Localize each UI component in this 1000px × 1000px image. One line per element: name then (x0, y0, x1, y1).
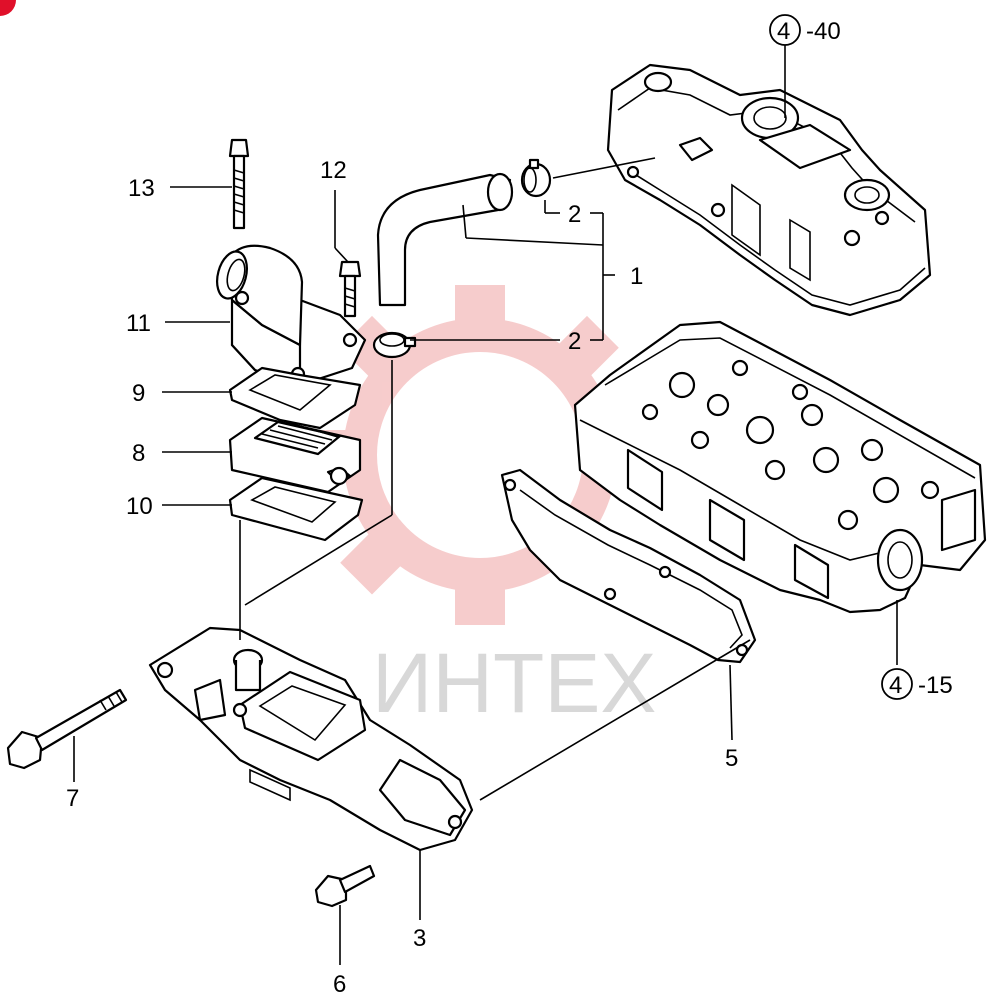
hose (376, 172, 514, 307)
callout-11: 11 (126, 310, 151, 337)
long-bolt (6, 688, 128, 770)
reference-head-item: -15 (918, 672, 953, 699)
callout-2-upper: 2 (568, 201, 581, 228)
reference-cover-group: 4 (777, 18, 790, 45)
short-bolt (338, 260, 362, 318)
leader-lines (73, 45, 898, 965)
gasket-lower (228, 476, 364, 542)
reference-head-group: 4 (889, 672, 902, 699)
callout-12: 12 (320, 157, 347, 184)
clamp-lower (372, 331, 417, 359)
callout-7: 7 (66, 785, 79, 812)
callout-2-lower: 2 (568, 328, 581, 355)
callout-8: 8 (132, 440, 145, 467)
corner-badge (0, 0, 16, 16)
long-elbow-bolt (228, 138, 250, 230)
watermark-text: ИНТЕХ (372, 636, 656, 730)
gasket-upper (228, 366, 362, 430)
reference-cover: 4 -40 (769, 14, 841, 46)
callout-3: 3 (413, 925, 426, 952)
callout-6: 6 (333, 971, 346, 998)
callout-9: 9 (132, 380, 145, 407)
valve-cover (606, 63, 932, 317)
heater-terminal-nut (329, 466, 349, 486)
callout-1: 1 (630, 263, 643, 290)
elbow-inlet (216, 244, 367, 387)
manifold-gasket (500, 468, 757, 664)
heater-block (228, 416, 362, 494)
cylinder-head (573, 320, 987, 614)
intake-manifold (148, 626, 474, 852)
callout-10: 10 (126, 493, 153, 520)
flange-bolt (314, 864, 376, 908)
reference-head: 4 -15 (881, 668, 953, 700)
cylinder-head-holes (641, 359, 940, 531)
clamp-upper (520, 158, 552, 198)
callout-5: 5 (725, 745, 738, 772)
reference-cover-item: -40 (806, 18, 841, 45)
callout-13: 13 (128, 175, 155, 202)
